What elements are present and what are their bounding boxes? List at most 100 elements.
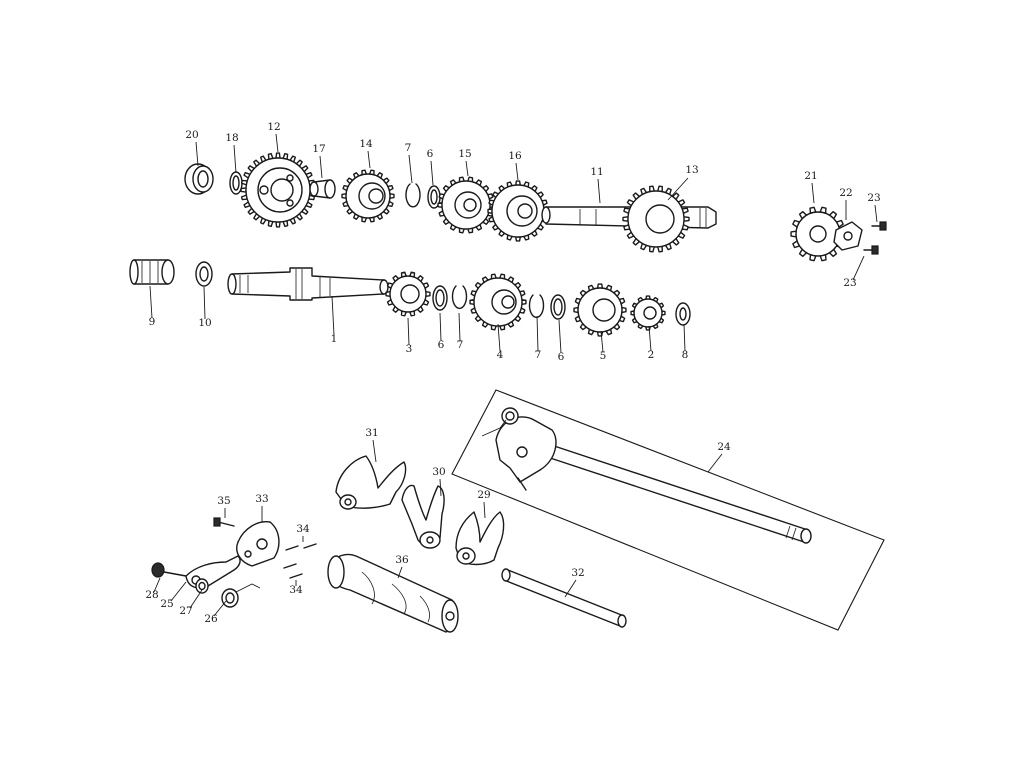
leader-line-c6b (439, 312, 442, 342)
callout-label-c1: 1 (331, 333, 338, 345)
callout-label-c24: 24 (717, 441, 731, 453)
callout-label-c4: 4 (497, 349, 504, 361)
leader-line-c26 (213, 600, 227, 617)
callout-label-c16: 16 (508, 150, 522, 162)
callout-label-c27: 27 (179, 605, 192, 617)
washer-6-middle (432, 285, 448, 311)
washer-6-right (550, 294, 566, 320)
leader-line-c15 (465, 160, 469, 177)
leader-line-c3 (407, 317, 410, 346)
leader-line-c29 (483, 501, 486, 519)
circlip-7-right (528, 294, 545, 319)
dowel-pins-34-upper (285, 543, 317, 551)
callout-label-c25: 25 (160, 598, 173, 610)
dowel-pins-34-lower (283, 563, 303, 579)
gear-3 (385, 271, 431, 317)
washer-6-top (427, 185, 441, 209)
callout-label-c17: 17 (312, 143, 325, 155)
leader-line-c16 (515, 162, 519, 181)
shift-fork-30 (401, 484, 445, 549)
callout-label-c22: 22 (839, 187, 852, 199)
callout-label-c3: 3 (406, 343, 413, 355)
callout-label-c6b: 6 (438, 339, 445, 351)
callout-label-c35: 35 (217, 495, 230, 507)
leader-line-c32 (564, 579, 577, 598)
leader-line-c28 (153, 577, 161, 593)
gear-4 (469, 273, 527, 331)
callout-label-c33: 33 (255, 493, 268, 505)
leader-line-c7c (536, 315, 539, 352)
stopper-plate-33 (236, 521, 280, 567)
gear-2 (630, 295, 666, 331)
leader-line-c7b (458, 312, 461, 342)
stopper-arm-25 (185, 555, 241, 589)
callout-label-c15: 15 (458, 148, 471, 160)
gear-14 (341, 169, 395, 223)
callout-label-c5: 5 (600, 350, 607, 362)
leader-line-c10 (203, 286, 206, 320)
leader-line-c4 (497, 323, 501, 352)
leader-line-c36 (397, 566, 403, 579)
leader-line-c14 (367, 150, 371, 169)
leader-line-c13 (667, 177, 689, 201)
leader-line-c6a (430, 160, 434, 186)
leader-line-c6c (558, 319, 562, 354)
callout-label-c6c: 6 (558, 351, 565, 363)
leader-line-c1 (331, 295, 335, 336)
shift-fork-29 (455, 511, 505, 566)
callout-label-c14: 14 (359, 138, 373, 150)
callout-label-c18: 18 (225, 132, 238, 144)
washer-18 (229, 171, 243, 195)
leader-line-c30 (439, 478, 442, 497)
callout-label-c7b: 7 (457, 339, 464, 351)
leader-line-c25 (170, 581, 187, 602)
fork-shaft-32 (501, 568, 627, 628)
leader-line-c21 (811, 182, 815, 204)
bearing-20 (184, 163, 214, 195)
screw-35 (213, 517, 235, 527)
callout-label-c23b: 23 (843, 277, 856, 289)
bolt-23-upper (871, 221, 887, 231)
leader-line-c23a (874, 204, 878, 223)
leader-line-c8 (683, 323, 686, 352)
main-shaft-1 (227, 267, 389, 301)
callout-label-c8: 8 (682, 349, 689, 361)
callout-label-c9: 9 (149, 316, 156, 328)
sprocket-21 (790, 206, 846, 262)
leader-line-c23b (852, 255, 865, 281)
spring-26 (221, 583, 261, 608)
callout-label-c10: 10 (198, 317, 211, 329)
callout-label-c34a: 34 (296, 523, 310, 535)
gear-15 (437, 176, 495, 234)
leader-line-c24 (707, 453, 723, 473)
callout-label-c32: 32 (571, 567, 584, 579)
washer-10 (195, 261, 213, 287)
callout-label-c2: 2 (648, 349, 655, 361)
callout-label-c29: 29 (477, 489, 490, 501)
leader-line-c9 (149, 285, 153, 319)
callout-label-c20: 20 (185, 129, 198, 141)
callout-label-c12: 12 (267, 121, 280, 133)
leader-line-c20 (195, 141, 199, 167)
washer-8 (675, 302, 691, 326)
callout-label-c6a: 6 (427, 148, 434, 160)
bolt-28 (151, 562, 187, 578)
gearshift-shaft-24 (481, 407, 812, 544)
callout-label-c28: 28 (145, 589, 158, 601)
leader-line-c11 (597, 178, 601, 204)
bushing-17 (309, 179, 336, 199)
callout-label-c34b: 34 (289, 584, 303, 596)
callout-label-c11: 11 (590, 166, 603, 178)
gear-12 (240, 152, 316, 228)
callout-label-c31: 31 (365, 427, 378, 439)
callout-label-c26: 26 (204, 613, 218, 625)
callout-label-c7c: 7 (535, 349, 542, 361)
leader-line-c17 (319, 155, 323, 179)
callout-label-c13: 13 (685, 164, 698, 176)
callout-label-c23a: 23 (867, 192, 880, 204)
circlip-7-top (405, 183, 421, 208)
gear-13 (622, 185, 690, 253)
leader-line-c18 (233, 144, 237, 174)
